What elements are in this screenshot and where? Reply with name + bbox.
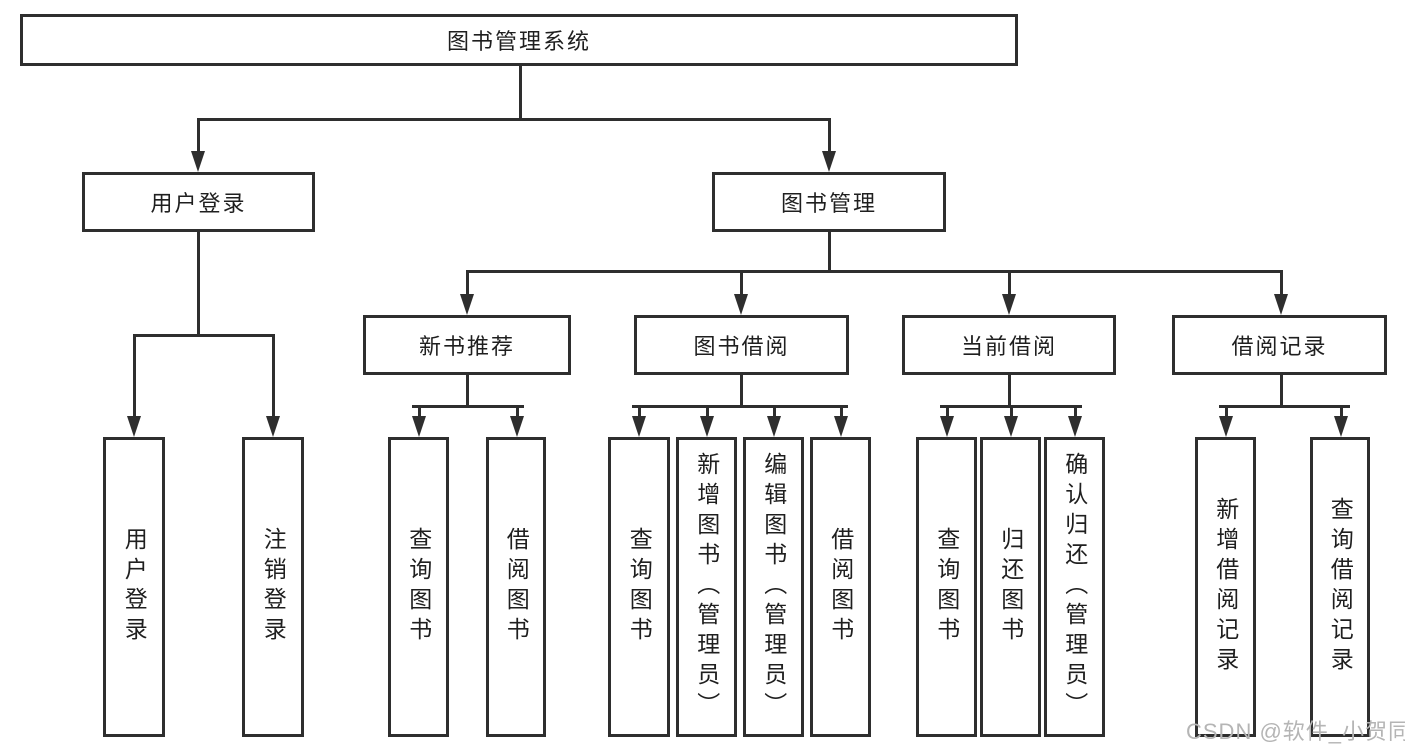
connector-line (466, 270, 1283, 273)
arrow-down-icon (734, 294, 748, 315)
connector-line (466, 270, 469, 296)
leaf-edit-book-admin-label: 编辑图书（管理员） (760, 452, 787, 722)
connector-line (1340, 405, 1343, 418)
connector-line (706, 405, 709, 418)
node-borrow-record: 借阅记录 (1172, 315, 1387, 375)
connector-line (1008, 375, 1011, 408)
connector-line (466, 375, 469, 408)
connector-line (1008, 270, 1011, 296)
arrow-down-icon (1274, 294, 1288, 315)
arrow-down-icon (127, 416, 141, 437)
arrow-down-icon (834, 416, 848, 437)
leaf-borrow-book-2: 借阅图书 (810, 437, 871, 737)
leaf-query-book-3: 查询图书 (916, 437, 977, 737)
leaf-add-borrow-record: 新增借阅记录 (1195, 437, 1256, 737)
arrow-down-icon (412, 416, 426, 437)
leaf-edit-book-admin: 编辑图书（管理员） (743, 437, 804, 737)
leaf-add-book-admin: 新增图书（管理员） (676, 437, 737, 737)
watermark: CSDN @软件_小贺同学 (1186, 719, 1405, 744)
arrow-down-icon (1334, 416, 1348, 437)
connector-line (773, 405, 776, 418)
arrow-down-icon (822, 151, 836, 172)
connector-line (418, 405, 421, 418)
connector-line (1225, 405, 1228, 418)
connector-line (412, 405, 524, 408)
arrow-down-icon (1002, 294, 1016, 315)
node-library-system: 图书管理系统 (20, 14, 1018, 66)
leaf-return-book-label: 归还图书 (997, 527, 1024, 647)
leaf-borrow-book-1: 借阅图书 (486, 437, 546, 737)
leaf-add-book-admin-label: 新增图书（管理员） (693, 452, 720, 722)
connector-line (638, 405, 641, 418)
connector-line (828, 232, 831, 273)
connector-line (272, 334, 275, 418)
leaf-confirm-return-admin: 确认归还（管理员） (1044, 437, 1105, 737)
arrow-down-icon (632, 416, 646, 437)
connector-line (197, 118, 831, 121)
arrow-down-icon (191, 151, 205, 172)
connector-line (1280, 375, 1283, 408)
leaf-borrow-book-1-label: 借阅图书 (503, 527, 530, 647)
connector-line (197, 118, 200, 153)
leaf-query-book-1: 查询图书 (388, 437, 449, 737)
arrow-down-icon (510, 416, 524, 437)
leaf-borrow-book-2-label: 借阅图书 (827, 527, 854, 647)
node-new-book-recommend: 新书推荐 (363, 315, 571, 375)
arrow-down-icon (266, 416, 280, 437)
connector-line (1010, 405, 1013, 418)
connector-line (946, 405, 949, 418)
leaf-logout: 注销登录 (242, 437, 304, 737)
node-library-system-label: 图书管理系统 (446, 29, 591, 54)
connector-line (516, 405, 519, 418)
connector-line (519, 66, 522, 120)
arrow-down-icon (940, 416, 954, 437)
arrow-down-icon (767, 416, 781, 437)
arrow-down-icon (1004, 416, 1018, 437)
arrow-down-icon (1219, 416, 1233, 437)
connector-line (1280, 270, 1283, 296)
arrow-down-icon (700, 416, 714, 437)
connector-line (133, 334, 136, 418)
connector-line (740, 375, 743, 408)
leaf-query-book-2: 查询图书 (608, 437, 670, 737)
node-borrow-record-label: 借阅记录 (1231, 334, 1328, 359)
arrow-down-icon (1068, 416, 1082, 437)
node-book-management-label: 图书管理 (780, 191, 877, 216)
connector-line (1219, 405, 1350, 408)
connector-line (1074, 405, 1077, 418)
node-new-book-recommend-label: 新书推荐 (418, 334, 515, 359)
leaf-query-borrow-record: 查询借阅记录 (1310, 437, 1370, 737)
leaf-query-book-2-label: 查询图书 (626, 527, 653, 647)
connector-line (828, 118, 831, 153)
node-book-management: 图书管理 (712, 172, 946, 232)
node-book-borrow-label: 图书借阅 (693, 334, 790, 359)
leaf-return-book: 归还图书 (980, 437, 1041, 737)
connector-line (197, 232, 200, 337)
connector-line (133, 334, 275, 337)
leaf-user-login: 用户登录 (103, 437, 165, 737)
node-current-borrow-label: 当前借阅 (960, 334, 1057, 359)
connector-line (840, 405, 843, 418)
leaf-add-borrow-record-label: 新增借阅记录 (1212, 497, 1239, 677)
leaf-query-book-1-label: 查询图书 (405, 527, 432, 647)
leaf-query-book-3-label: 查询图书 (933, 527, 960, 647)
node-book-borrow: 图书借阅 (634, 315, 849, 375)
arrow-down-icon (460, 294, 474, 315)
connector-line (632, 405, 848, 408)
leaf-logout-label: 注销登录 (260, 527, 287, 647)
node-current-borrow: 当前借阅 (902, 315, 1116, 375)
connector-line (740, 270, 743, 296)
node-user-login-label: 用户登录 (150, 191, 247, 216)
leaf-query-borrow-record-label: 查询借阅记录 (1327, 497, 1354, 677)
leaf-confirm-return-admin-label: 确认归还（管理员） (1061, 452, 1088, 722)
node-user-login: 用户登录 (82, 172, 315, 232)
leaf-user-login-label: 用户登录 (121, 527, 148, 647)
